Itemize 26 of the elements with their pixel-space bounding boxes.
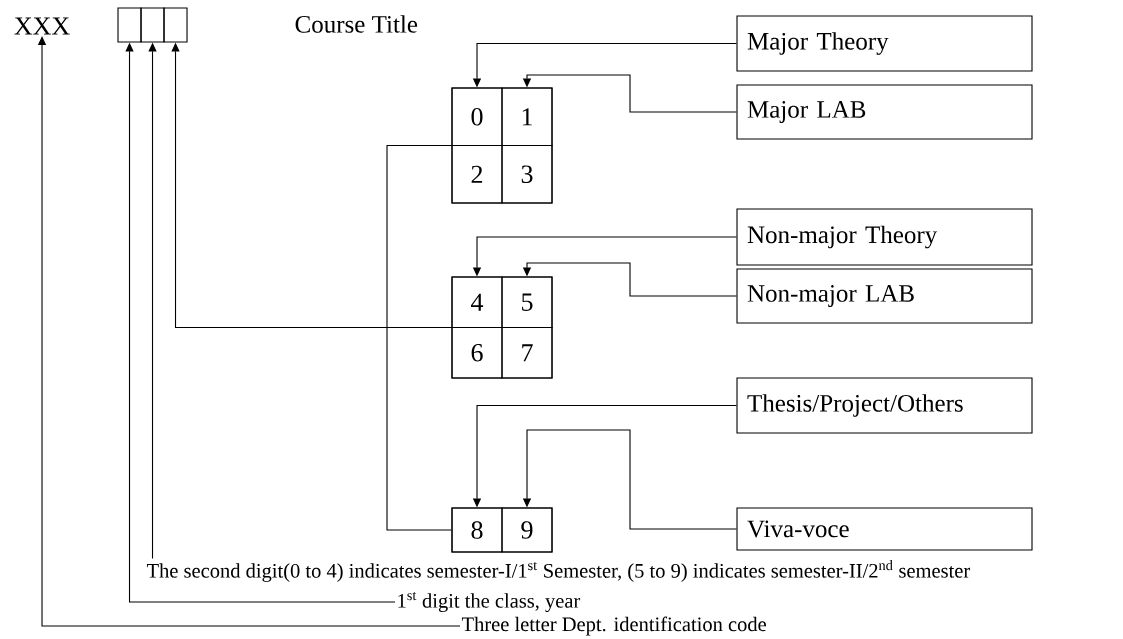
- note-text: 1$^{st}$ digit the class, year: [398, 592, 581, 612]
- code-text: XXX: [14, 17, 70, 35]
- category-box: Major LAB: [736, 84, 1033, 140]
- note-text: Three letter Dept. identification code: [461, 616, 766, 636]
- category-box: Thesis/Project/Others: [736, 377, 1033, 434]
- digit-cell: 0: [451, 87, 503, 147]
- digit-cell: 7: [501, 326, 553, 379]
- digit-cell: 5: [501, 276, 553, 329]
- note-text: The second digit(0 to 4) indicates semester-I/1$^{st}$ Semester, (5 to 9) indicates semester-II/2$^{nd}$ semester: [146, 560, 971, 582]
- category-box: Major Theory: [736, 15, 1033, 72]
- category-box: Non-major LAB: [736, 268, 1033, 324]
- digit-box: [140, 7, 165, 43]
- digit-cell: 9: [501, 507, 553, 553]
- digit-cell: 1: [501, 87, 553, 147]
- label: Course Title: [295, 15, 418, 33]
- category-box: Viva-voce: [736, 507, 1033, 551]
- digit-cell: 6: [451, 326, 503, 379]
- digit-cell: 2: [451, 144, 503, 204]
- digit-cell: 3: [501, 144, 553, 204]
- digit-box: [163, 7, 188, 43]
- connector-line: [386, 144, 452, 531]
- arrow: [37, 36, 461, 627]
- digit-box: [117, 7, 142, 43]
- digit-cell: 4: [451, 276, 503, 329]
- category-box: Non-major Theory: [736, 208, 1033, 266]
- digit-cell: 8: [451, 507, 503, 553]
